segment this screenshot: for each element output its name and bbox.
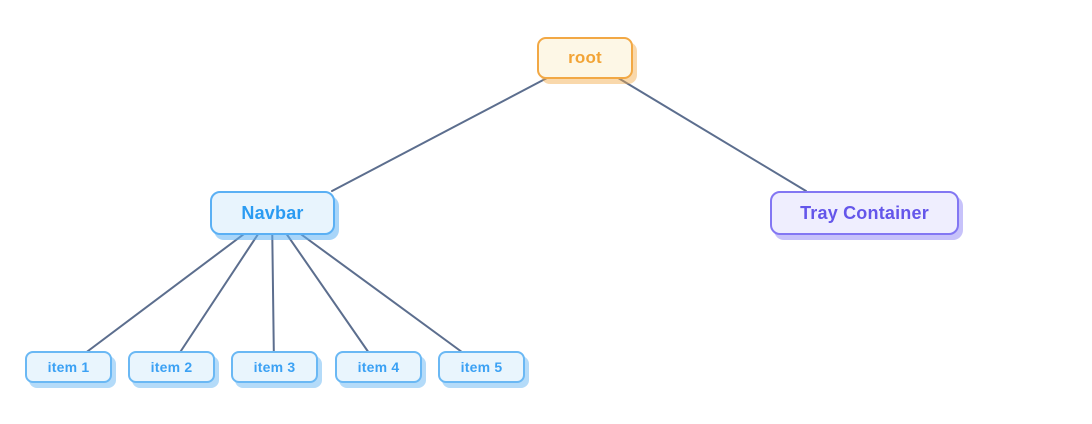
edge-navbar-item-2 <box>170 212 273 367</box>
tree-node-item-2[interactable]: item 2 <box>128 351 215 383</box>
tree-node-item-4[interactable]: item 4 <box>335 351 422 383</box>
tree-node-root[interactable]: root <box>537 37 633 79</box>
edge-navbar-item-1 <box>67 212 273 367</box>
tree-node-tray-container[interactable]: Tray Container <box>770 191 959 235</box>
tree-node-item-3[interactable]: item 3 <box>231 351 318 383</box>
tree-node-item-1[interactable]: item 1 <box>25 351 112 383</box>
tree-node-navbar[interactable]: Navbar <box>210 191 335 235</box>
edge-navbar-item-5 <box>271 212 482 367</box>
edge-navbar-item-4 <box>271 212 379 367</box>
edge-navbar-item-3 <box>271 212 275 367</box>
tree-node-item-5[interactable]: item 5 <box>438 351 525 383</box>
